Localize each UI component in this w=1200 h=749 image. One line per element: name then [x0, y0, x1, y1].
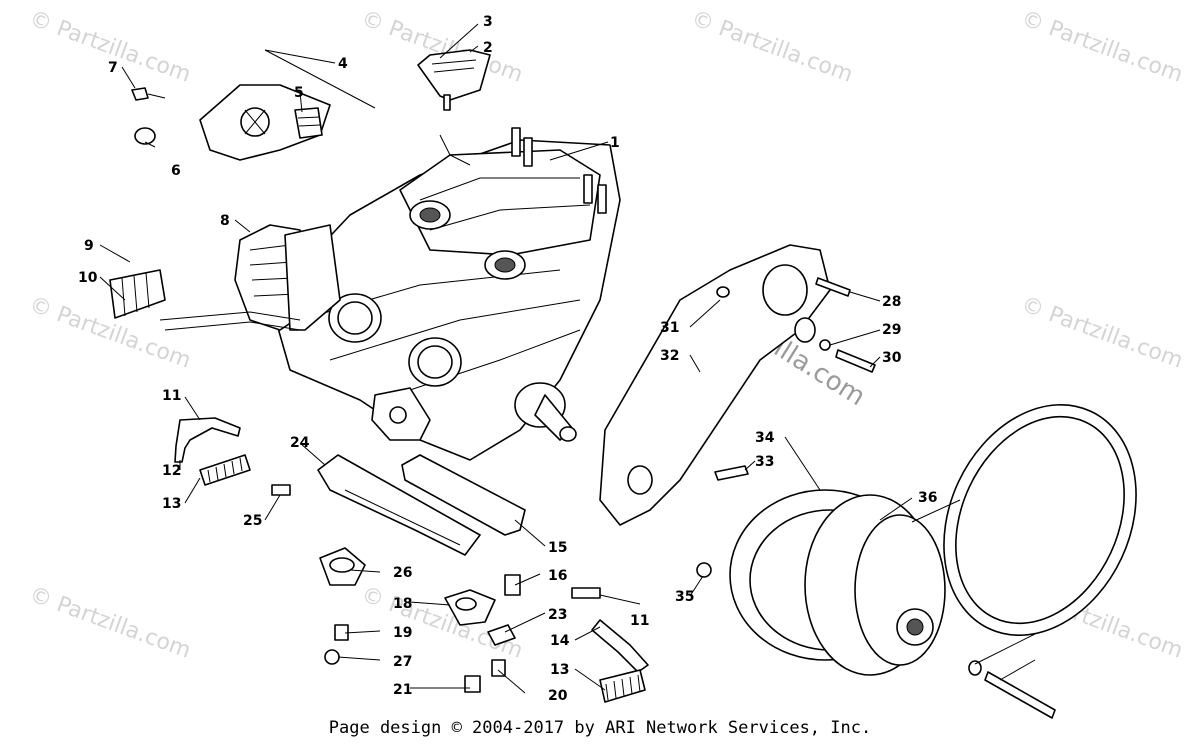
callout-5: 5 — [294, 85, 304, 101]
watermark: © Partzilla.com — [26, 292, 194, 374]
callout-10: 10 — [78, 270, 98, 286]
callout-6: 6 — [171, 163, 181, 179]
callout-1: 1 — [610, 135, 620, 151]
watermark: © Partzilla.com — [26, 582, 194, 664]
callout-33: 36 — [918, 490, 937, 506]
callout-19: 21 — [393, 682, 412, 698]
left-parts — [109, 269, 301, 486]
callout-13-left: 13 — [162, 496, 181, 512]
callout-28: 31 — [660, 320, 679, 336]
callout-4: 4 — [338, 56, 348, 72]
callout-7: 7 — [108, 60, 118, 76]
callout-18-lower: 20 — [548, 688, 568, 704]
callout-11-right: 11 — [630, 613, 649, 629]
right-plate — [599, 244, 876, 526]
watermark: © Partzilla.com — [1018, 6, 1186, 88]
watermark: © Partzilla.com — [1018, 292, 1186, 374]
callout-32: 35 — [675, 589, 694, 605]
callout-11-left: 11 — [162, 388, 181, 404]
callout-12: 12 — [162, 463, 181, 479]
callout-8: 8 — [220, 213, 230, 229]
callout-17: 18 — [393, 596, 412, 612]
callout-31: 34 — [755, 430, 775, 446]
callout-labels: 3 2 1 4 5 6 7 8 9 10 11 12 13 24 25 26 1… — [78, 14, 937, 704]
callout-22: 25 — [243, 513, 262, 529]
callout-21: 24 — [290, 435, 310, 451]
callout-20: 23 — [548, 607, 567, 623]
mount-parts — [271, 454, 649, 703]
callout-13-lower: 13 — [550, 662, 569, 678]
watermark: © Partzilla.com — [358, 582, 526, 664]
callout-27: 30 — [882, 350, 902, 366]
callout-2: 2 — [483, 40, 493, 56]
top-parts — [131, 49, 491, 161]
callout-26: 29 — [882, 322, 901, 338]
callout-23: 26 — [393, 565, 412, 581]
clutch-assembly — [696, 403, 1137, 719]
callout-14: 14 — [550, 633, 570, 649]
callout-24: 27 — [393, 654, 412, 670]
callout-30: 33 — [755, 454, 774, 470]
callout-25: 28 — [882, 294, 901, 310]
watermark: © Partzilla.com — [688, 6, 856, 88]
callout-15: 15 — [548, 540, 567, 556]
engine-illustration — [234, 127, 621, 461]
callout-16: 16 — [548, 568, 567, 584]
callout-29: 32 — [660, 348, 679, 364]
callout-3: 3 — [483, 14, 493, 30]
callout-9: 9 — [84, 238, 94, 254]
callout-18-upper: 19 — [393, 625, 412, 641]
copyright-footer: Page design © 2004-2017 by ARI Network S… — [328, 718, 872, 738]
leader-lines — [99, 23, 1036, 694]
